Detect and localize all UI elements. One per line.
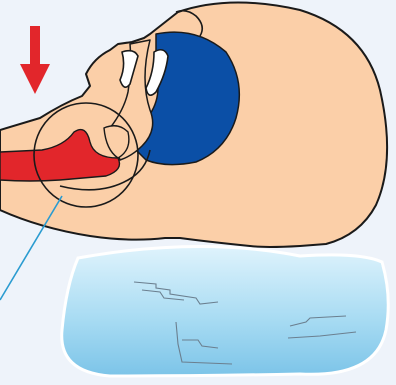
pillow: [62, 246, 389, 376]
